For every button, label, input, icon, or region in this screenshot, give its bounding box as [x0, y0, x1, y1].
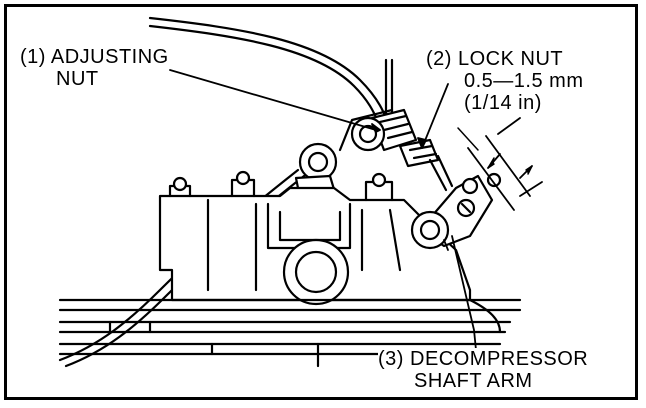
lock-nut-label: (2) LOCK NUT 0.5—1.5 mm (1/14 in) [426, 48, 583, 114]
lock-nut-line1: (2) LOCK NUT [426, 48, 564, 70]
lock-nut-line3: (1/14 in) [464, 92, 542, 114]
decompressor-label: (3) DECOMPRESSOR SHAFT ARM [378, 348, 589, 392]
lock-nut-line2: 0.5—1.5 mm [464, 70, 584, 92]
decompressor-line2: SHAFT ARM [414, 370, 533, 392]
adjusting-nut-line2: NUT [56, 68, 99, 90]
upper-cable [148, 16, 392, 132]
lock-nut-leader [421, 83, 449, 149]
adjusting-nut-label: (1) ADJUSTING NUT [20, 46, 169, 90]
adjusting-nut-leader [169, 69, 377, 131]
free-play-dimension [457, 117, 543, 211]
decompressor-leader [451, 235, 477, 351]
leader-lines [169, 69, 477, 351]
adjusting-nut-line1: (1) ADJUSTING [20, 46, 169, 68]
decompressor-shaft-arm-part [410, 172, 502, 250]
cooling-fins [58, 298, 522, 368]
figure-frame [4, 4, 638, 400]
spark-plug-boss [282, 238, 350, 306]
decompressor-line1: (3) DECOMPRESSOR [378, 348, 589, 370]
